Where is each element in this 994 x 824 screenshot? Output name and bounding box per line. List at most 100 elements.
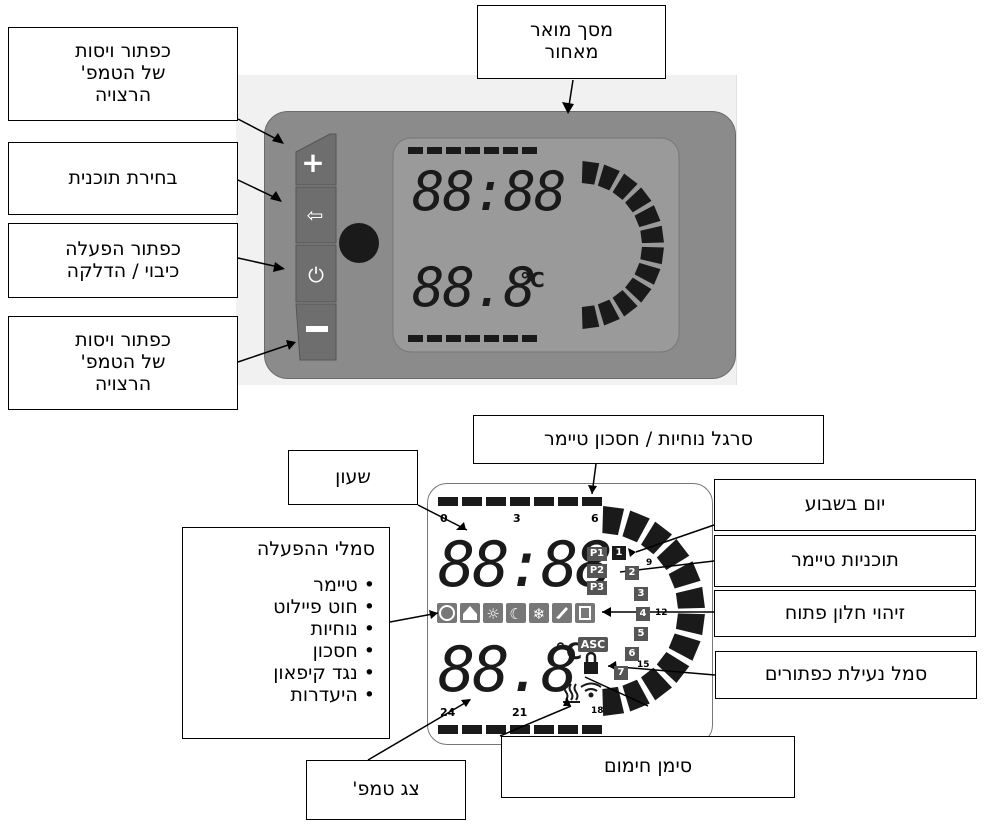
- big-lcd-bottom-bar-segment: [582, 725, 602, 734]
- big-lcd-p3: P3: [587, 581, 607, 595]
- small-lcd-bottom-bar-segment: [522, 335, 537, 342]
- label-temp-display-text: צג טמפ': [352, 778, 420, 801]
- label-timer-programs-text: תוכניות טיימר: [791, 549, 899, 572]
- small-lcd-arc-segment: [634, 262, 661, 285]
- big-lcd-day-6: 6: [625, 647, 639, 661]
- small-lcd-arc-segment: [612, 173, 638, 200]
- small-lcd-top-bar-segment: [446, 147, 461, 154]
- mode-item-absence: היעדרות: [197, 684, 375, 706]
- small-lcd-arc-segment: [581, 161, 600, 185]
- small-lcd-top-bar-segment: [503, 147, 518, 154]
- big-lcd-day-3: 3: [634, 587, 648, 601]
- heating-leader: [584, 676, 649, 707]
- scale-tick-18: 18: [591, 706, 604, 716]
- top-leader-lines: [237, 79, 574, 363]
- mode-icons-legend: סמלי ההפעלה טיימר חוט פיילוט נוחיות חסכו…: [182, 527, 390, 739]
- small-lcd-arc-segment: [581, 305, 600, 329]
- big-lcd-top-bar-segment: [510, 497, 530, 506]
- small-lcd-arc-segment: [640, 246, 664, 265]
- big-lcd-bottom-bar-segment: [462, 725, 482, 734]
- wifi-icon: [580, 682, 602, 698]
- small-lcd-temp: 88.8: [412, 256, 536, 319]
- svg-text:☾: ☾: [509, 605, 522, 623]
- minus-icon: [306, 326, 328, 332]
- big-lcd-top-bar-segment: [582, 497, 602, 506]
- small-lcd-arc-segment: [625, 277, 652, 303]
- big-lcd-day-1: 1: [612, 546, 626, 560]
- label-key-lock: סמל נעילת כפתורים: [715, 651, 977, 699]
- big-lcd-day-2: 2: [625, 566, 639, 580]
- small-lcd: [392, 137, 680, 353]
- label-power-text: כפתור הפעלה כיבוי / הדלקה: [65, 237, 181, 282]
- plus-button: [295, 133, 337, 186]
- small-lcd-bottom-bar-segment: [465, 335, 480, 342]
- big-lcd-arc-segment: [602, 686, 625, 716]
- label-comfort-eco-bar: סרגל נוחיות / חסכון טיימר: [473, 415, 824, 464]
- big-lcd-top-bar-segment: [462, 497, 482, 506]
- small-lcd-bottom-bar-segment: [427, 335, 442, 342]
- scale-tick-15: 15: [637, 660, 650, 670]
- small-lcd-arc-segment: [625, 187, 652, 213]
- small-lcd-bottom-bar-segment: [446, 335, 461, 342]
- label-clock: שעון: [288, 450, 418, 505]
- big-lcd-arc-segment: [675, 613, 705, 636]
- small-lcd-bottom-bar-segment: [408, 335, 423, 342]
- mode-item-eco: חסכון: [197, 640, 375, 662]
- frost-mode-icon: [529, 603, 549, 623]
- small-lcd-unit: °C: [520, 268, 545, 292]
- small-lcd-arc-segment: [612, 290, 638, 317]
- label-temp-down-button: כפתור ויסות של הטמפ' הרצויה: [8, 316, 238, 410]
- label-backlit-screen-text: מסך מואר מאחור: [530, 19, 613, 63]
- label-open-window: זיהוי חלון פתוח: [714, 590, 976, 637]
- svg-text:☼: ☼: [486, 605, 499, 623]
- label-temp-up-button: כפתור ויסות של הטמפ' הרצויה: [8, 27, 238, 121]
- light-sensor: [339, 223, 379, 263]
- comfort-mode-icon: [483, 603, 503, 623]
- label-heating-indicator-text: סימן חימום: [603, 755, 693, 778]
- scale-tick-24: 24: [440, 706, 456, 719]
- big-lcd-bottom-bar-segment: [486, 725, 506, 734]
- label-weekday: יום בשבוע: [714, 479, 976, 531]
- mode-item-frost: נגד קיפאון: [197, 662, 375, 684]
- label-power-button: כפתור הפעלה כיבוי / הדלקה: [8, 223, 238, 298]
- label-temp-down-text: כפתור ויסות של הטמפ' הרצויה: [75, 329, 171, 395]
- big-lcd-bottom-bar-segment: [534, 725, 554, 734]
- big-lcd-top-bar-segment: [534, 497, 554, 506]
- small-lcd-arc-segment: [640, 225, 664, 244]
- big-lcd-top-bar-segment: [558, 497, 578, 506]
- arrowheads: [429, 485, 636, 707]
- svg-text:❄: ❄: [533, 605, 546, 623]
- big-lcd-day-5: 5: [634, 627, 648, 641]
- label-comfort-eco-bar-text: סרגל נוחיות / חסכון טיימר: [544, 427, 753, 450]
- big-lcd-arc-segment: [602, 506, 625, 536]
- small-lcd-top-bar-segment: [408, 147, 423, 154]
- label-clock-text: שעון: [335, 465, 371, 488]
- big-lcd-p2: P2: [587, 564, 607, 578]
- small-lcd-arc-segment: [634, 205, 661, 228]
- small-lcd-time: 88:88: [412, 160, 567, 223]
- big-lcd-temp: 88.8: [438, 633, 578, 706]
- big-lcd-bottom-bar-segment: [510, 725, 530, 734]
- small-lcd-bottom-bar-segment: [503, 335, 518, 342]
- label-temp-up-text: כפתור ויסות של הטמפ' הרצויה: [75, 40, 171, 106]
- power-icon: ⏻: [308, 263, 324, 287]
- scale-tick-21: 21: [512, 706, 528, 719]
- small-lcd-top-bar-segment: [427, 147, 442, 154]
- big-lcd-time: 88:88: [438, 528, 613, 601]
- mode-icons-title: סמלי ההפעלה: [256, 538, 375, 560]
- small-lcd-top-bar-segment: [484, 147, 499, 154]
- small-lcd-arc-segment: [597, 164, 620, 191]
- label-backlit-screen: מסך מואר מאחור: [477, 5, 666, 79]
- small-lcd-top-bar-segment: [465, 147, 480, 154]
- mode-icons-row: ☼ ☾ ❄: [437, 603, 595, 623]
- big-lcd-bottom-bar-segment: [558, 725, 578, 734]
- program-button: [295, 186, 337, 244]
- big-lcd-arc-segment: [656, 652, 690, 683]
- label-heating-indicator: סימן חימום: [501, 736, 795, 798]
- big-lcd-arc-segment: [668, 561, 701, 589]
- power-button: [295, 244, 337, 303]
- eco-mode-icon: [506, 603, 526, 623]
- big-lcd-arc-segment: [641, 667, 672, 701]
- mode-item-pilot-wire: חוט פיילוט: [197, 596, 375, 618]
